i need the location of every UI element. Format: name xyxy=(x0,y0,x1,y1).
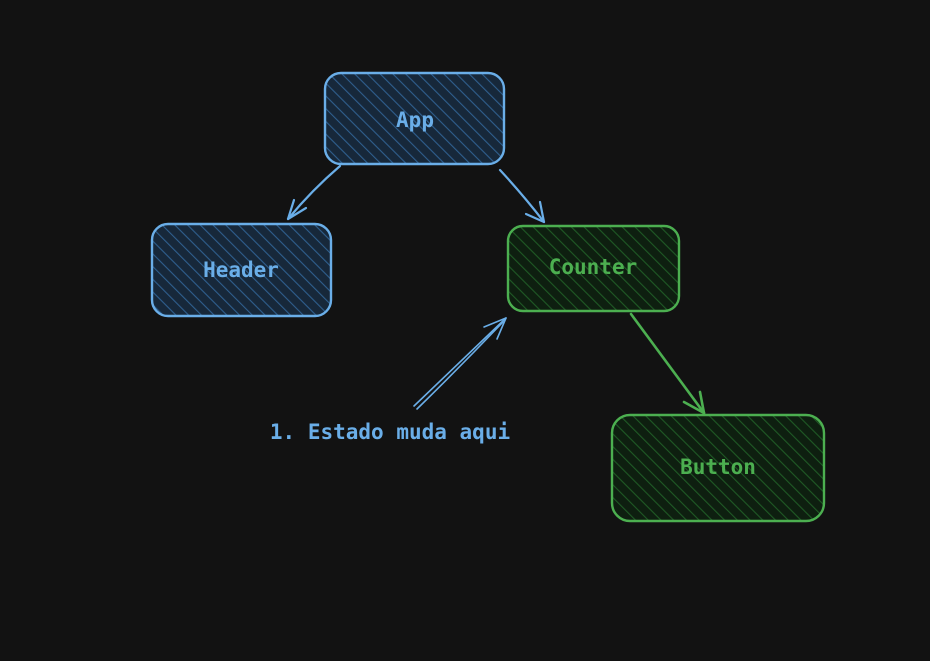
edge-counter-button xyxy=(629,312,706,415)
annotation-arrow xyxy=(413,317,507,410)
node-app-label: App xyxy=(396,108,434,132)
annotation-text: 1. Estado muda aqui xyxy=(270,420,510,444)
node-counter: Counter xyxy=(506,224,681,313)
node-header-label: Header xyxy=(203,258,279,282)
node-header: Header xyxy=(150,222,333,318)
edge-app-header xyxy=(286,164,342,221)
node-button: Button xyxy=(610,413,826,523)
node-app: App xyxy=(323,71,506,166)
node-counter-label: Counter xyxy=(549,255,638,279)
edge-app-counter xyxy=(498,168,546,224)
node-button-label: Button xyxy=(680,455,756,479)
